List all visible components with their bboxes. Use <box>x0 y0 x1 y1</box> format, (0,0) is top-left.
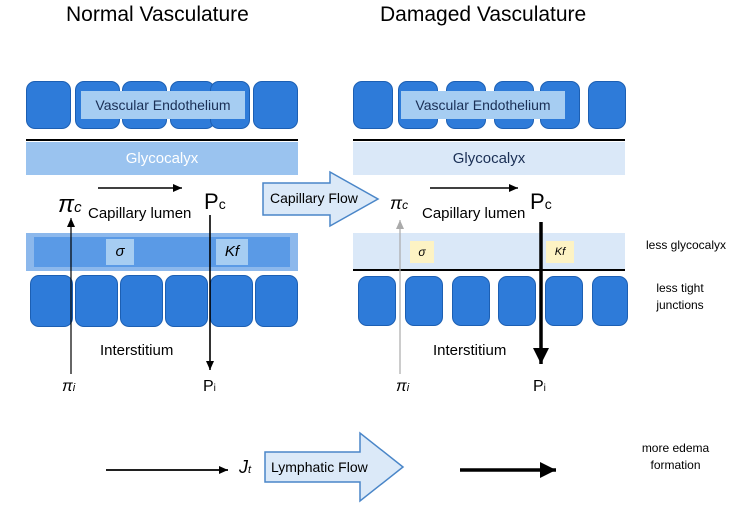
endothelial-cell <box>588 81 626 129</box>
title-damaged-vasculature: Damaged Vasculature <box>380 3 587 26</box>
vascular-endothelium-label-normal: Vascular Endothelium <box>81 91 245 119</box>
glycocalyx-normal: Glycocalyx <box>26 142 298 175</box>
capillary-lumen-label-damaged: Capillary lumen <box>422 205 526 222</box>
endothelial-cell <box>498 276 536 326</box>
lymphatic-flow-label: Lymphatic Flow <box>271 459 368 475</box>
endothelial-cell <box>253 81 298 129</box>
endothelial-cell <box>120 275 163 327</box>
sigma-box-damaged: σ <box>410 241 434 263</box>
membrane-line <box>353 269 625 271</box>
title-normal-vasculature: Normal Vasculature <box>66 3 249 26</box>
endothelial-cell <box>26 81 71 129</box>
note-more-edema-formation: more edema formation <box>641 441 710 472</box>
pi-c-label-normal: πc <box>58 191 82 218</box>
pi-i-label-damaged: πi <box>396 378 410 395</box>
endothelial-cell <box>75 275 118 327</box>
interstitium-label-damaged: Interstitium <box>433 342 507 359</box>
endothelial-cell <box>358 276 396 326</box>
p-i-label-normal: Pi <box>203 378 216 395</box>
interstitium-label-normal: Interstitium <box>100 342 174 359</box>
pi-c-label-damaged: πc <box>390 193 409 213</box>
capillary-lumen-label-normal: Capillary lumen <box>88 205 192 222</box>
endothelial-cell <box>405 276 443 326</box>
capillary-flow-label: Capillary Flow <box>270 190 358 206</box>
endothelial-cell <box>210 275 253 327</box>
membrane-line <box>26 139 298 141</box>
pi-i-label-normal: πi <box>62 378 76 395</box>
lymphatic-flow-arrow <box>264 431 405 503</box>
endothelial-cell <box>353 81 393 129</box>
kf-box-damaged: Kf <box>546 241 574 263</box>
jt-label: Jt <box>239 457 252 477</box>
vascular-endothelium-label-damaged: Vascular Endothelium <box>401 91 565 119</box>
glycocalyx-band-damaged <box>353 233 625 269</box>
p-i-label-damaged: Pi <box>533 378 546 395</box>
glycocalyx-damaged: Glycocalyx <box>353 142 625 175</box>
endothelial-cell <box>592 276 628 326</box>
kf-box-normal: Kf <box>216 239 248 265</box>
endothelial-cell <box>452 276 490 326</box>
endothelial-cell <box>255 275 298 327</box>
endothelial-cell <box>30 275 73 327</box>
sigma-box-normal: σ <box>106 239 134 265</box>
endothelial-cell <box>165 275 208 327</box>
note-less-glycocalyx: less glycocalyx <box>645 238 727 252</box>
membrane-line <box>353 139 625 141</box>
p-c-label-damaged: Pc <box>530 189 552 214</box>
endothelial-cell <box>545 276 583 326</box>
capillary-flow-arrow <box>262 170 380 228</box>
note-less-tight-junctions: less tight junctions <box>656 281 704 312</box>
p-c-label-normal: Pc <box>204 189 226 214</box>
